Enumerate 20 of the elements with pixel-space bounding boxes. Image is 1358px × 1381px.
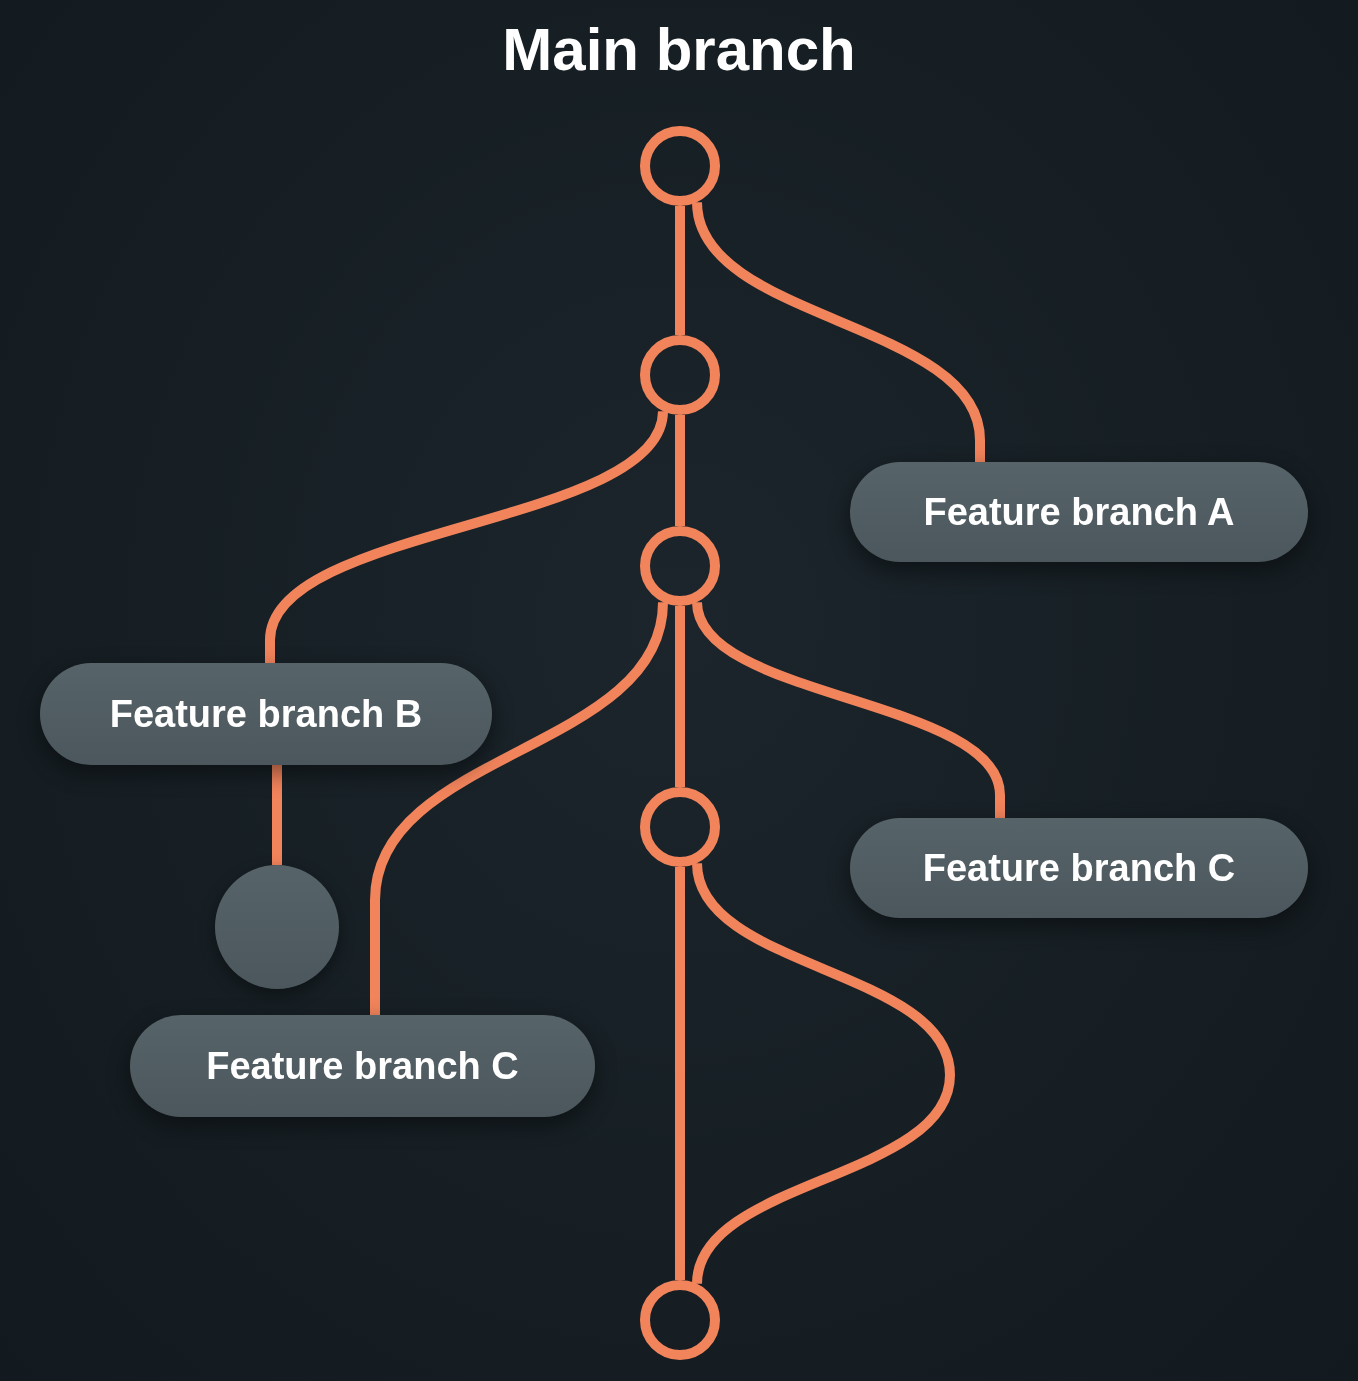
branch-line xyxy=(675,867,685,1280)
branch-label: Feature branch C xyxy=(206,1044,519,1089)
branch-line xyxy=(675,606,685,787)
branch-line xyxy=(675,415,685,526)
branch-label: Feature branch A xyxy=(923,490,1235,535)
commit-circle xyxy=(640,526,720,606)
commit-circle xyxy=(640,1280,720,1360)
commit-circle xyxy=(640,787,720,867)
branch-line xyxy=(692,600,1005,818)
branch-line xyxy=(692,862,955,1285)
branch-line xyxy=(272,765,282,865)
branch-line xyxy=(265,409,668,663)
commit-circle xyxy=(640,335,720,415)
diagram-title: Main branch xyxy=(501,15,857,85)
branch-line xyxy=(370,601,668,1015)
branch-label: Feature branch C xyxy=(922,846,1236,891)
branch-line xyxy=(675,206,685,335)
branch-label: Feature branch B xyxy=(109,692,423,737)
branch-line xyxy=(692,201,985,462)
commit-circle xyxy=(640,126,720,206)
